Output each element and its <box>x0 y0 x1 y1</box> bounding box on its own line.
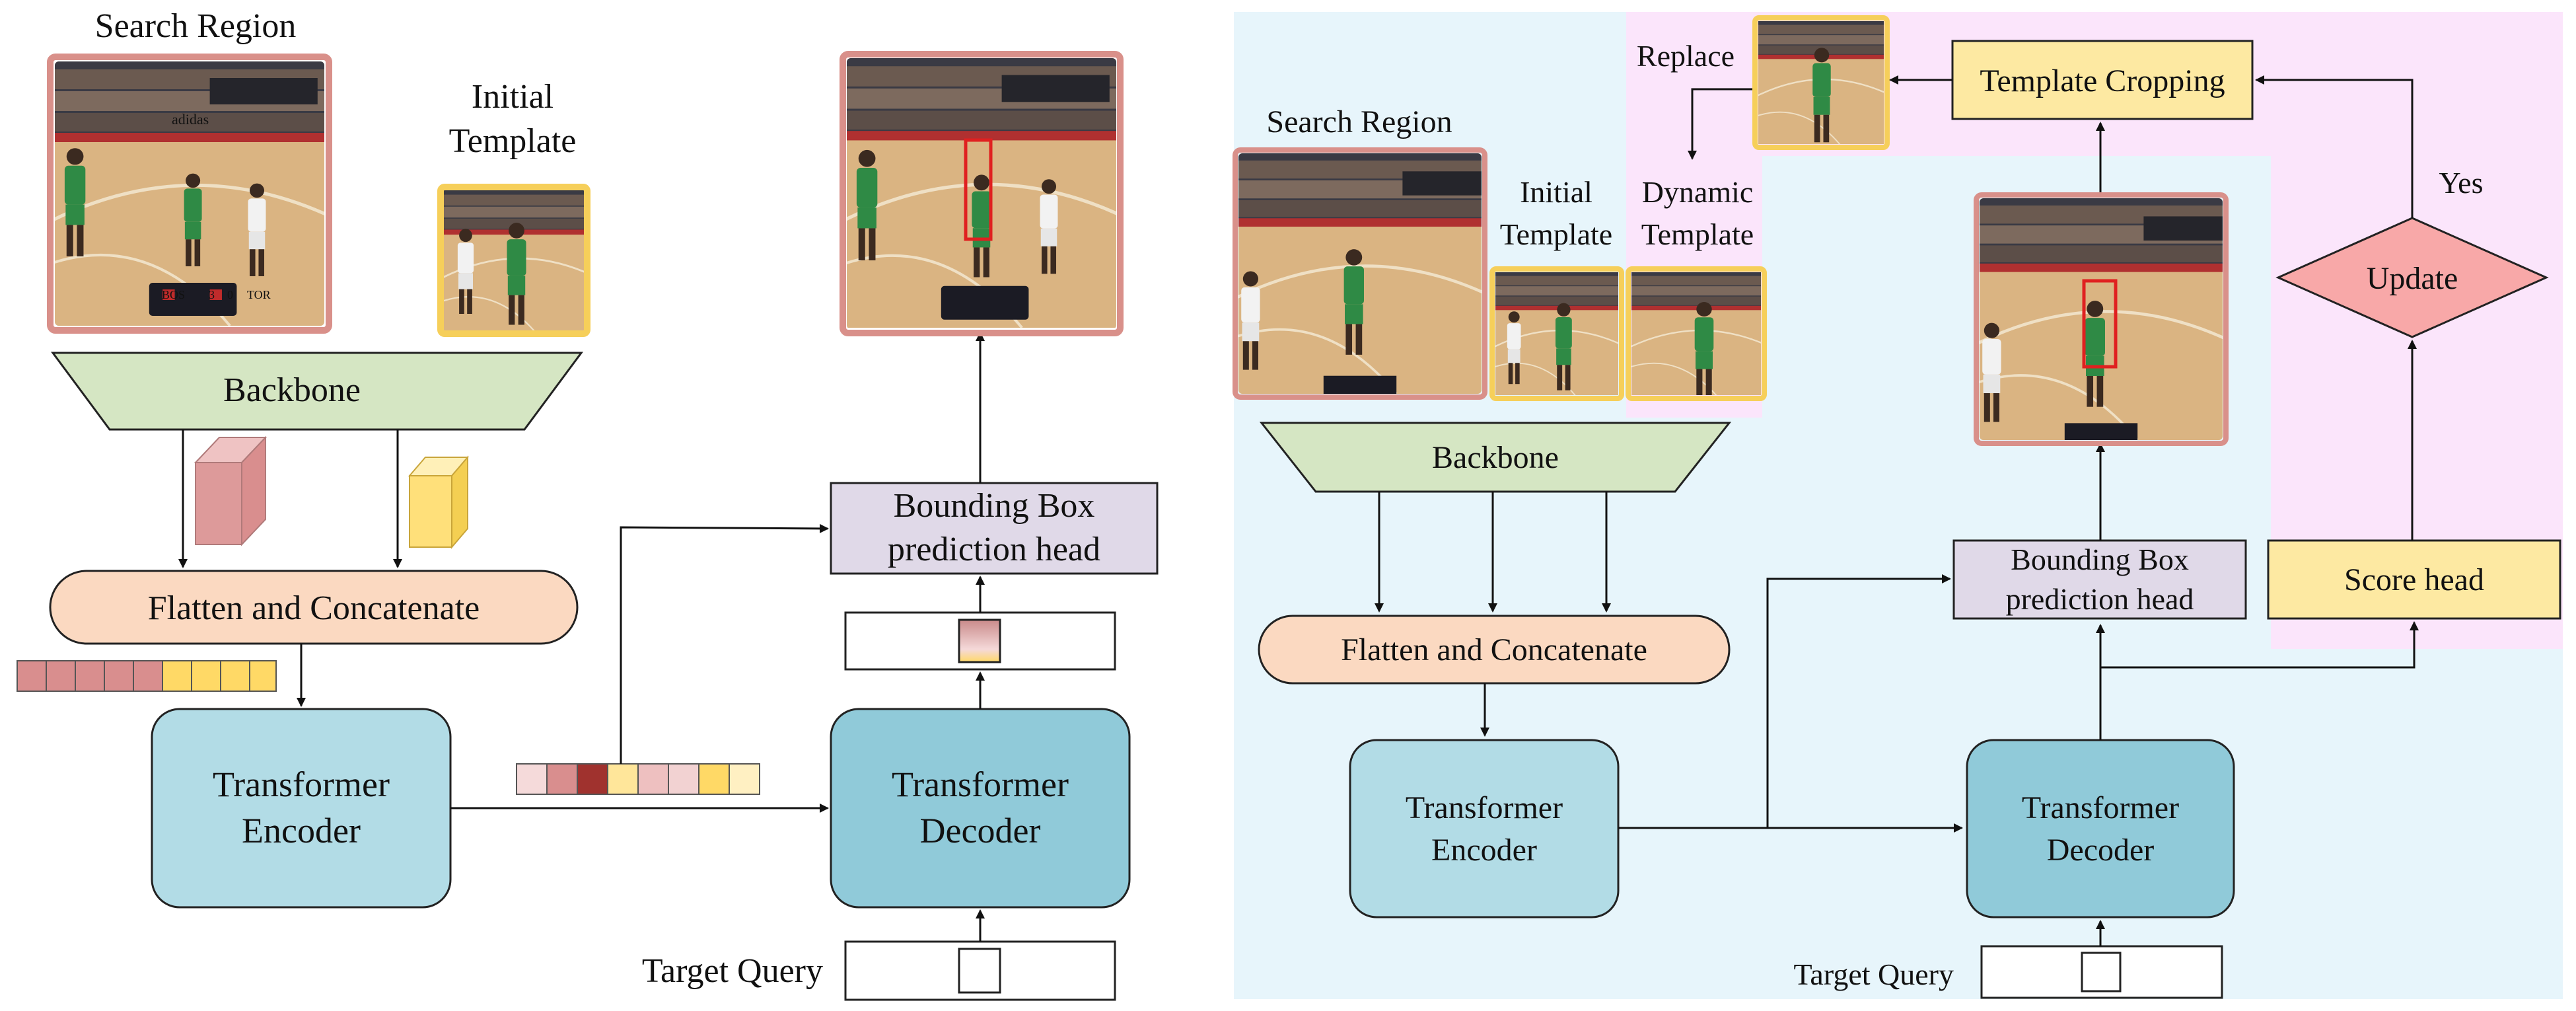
right-search-region-label: Search Region <box>1266 104 1452 139</box>
right-cropped-template-image <box>1752 15 1890 150</box>
right-initial-template-label-1: Initial <box>1520 175 1592 209</box>
left-initial-template-label-2: Template <box>449 122 577 160</box>
left-result-image <box>840 51 1124 336</box>
left-decoder-output-token <box>958 618 1001 663</box>
right-arrow-update-to-cropping <box>2255 75 2414 218</box>
right-flatten-concat-label: Flatten and Concatenate <box>1341 632 1647 667</box>
left-backbone-block <box>51 352 583 431</box>
right-bbox-head-label-2: prediction head <box>2006 582 2194 616</box>
left-search-region-image <box>47 54 332 334</box>
right-encoder-label-2: Encoder <box>1431 833 1537 868</box>
right-dynamic-template-image <box>1626 266 1767 401</box>
left-initial-template-label-1: Initial <box>472 78 554 116</box>
right-update-label: Update <box>2367 261 2458 296</box>
left-template-feature-cube <box>408 455 470 549</box>
left-search-region-label: Search Region <box>95 7 297 45</box>
left-scoreboard-away: TOR <box>247 288 271 301</box>
left-scoreboard-home-score: 3 <box>209 288 215 301</box>
left-arrow-encoder-to-bbox-head <box>620 523 829 764</box>
right-result-image <box>1974 192 2229 446</box>
right-decoder-label-1: Transformer <box>2022 790 2179 825</box>
left-decoder-block <box>830 708 1131 909</box>
right-flatten-concat-block <box>1258 615 1731 685</box>
left-bbox-head-label-2: prediction head <box>888 531 1100 568</box>
right-arrow-replace <box>1688 88 1753 160</box>
left-decoder-label-2: Decoder <box>920 811 1041 850</box>
right-arrow-encoder-to-bbox-head <box>1766 574 1951 828</box>
right-dynamic-template-label-1: Dynamic <box>1642 175 1754 209</box>
left-scoreboard-home: BOS <box>162 288 185 301</box>
left-token-sequence <box>17 660 277 692</box>
right-arrow-decoder-to-score-head <box>2100 621 2419 669</box>
left-encoder-label-2: Encoder <box>242 811 361 850</box>
right-target-query-token <box>2081 952 2122 992</box>
right-score-head-block <box>2267 539 2561 620</box>
left-target-query-token <box>958 948 1001 994</box>
left-encoder-block <box>151 708 452 909</box>
right-encoder-block <box>1349 739 1620 918</box>
right-backbone-block <box>1259 422 1732 493</box>
right-template-cropping-label: Template Cropping <box>1980 63 2225 98</box>
left-initial-template-image <box>437 184 590 337</box>
right-target-query-label: Target Query <box>1794 957 1954 991</box>
dynamic-update-region <box>1626 12 2563 649</box>
left-flatten-concat-label: Flatten and Concatenate <box>148 589 480 627</box>
left-scoreboard-away-score: 0 <box>227 288 233 301</box>
left-bbox-head-label-1: Bounding Box <box>894 487 1095 525</box>
left-decoder-label-1: Transformer <box>892 765 1069 804</box>
left-encoder-output-tokens <box>516 763 760 795</box>
right-score-head-label: Score head <box>2344 562 2484 597</box>
left-search-feature-cube <box>194 435 268 546</box>
right-update-decision <box>2275 217 2549 338</box>
left-flatten-concat-block <box>49 570 579 645</box>
right-search-region-image <box>1233 147 1487 400</box>
right-initial-template-image <box>1489 266 1624 401</box>
right-dynamic-template-label-2: Template <box>1641 217 1754 251</box>
right-template-cropping-block <box>1951 40 2254 120</box>
right-decoder-label-2: Decoder <box>2047 833 2155 868</box>
right-bbox-head-label-1: Bounding Box <box>2011 543 2189 576</box>
right-initial-template-label-2: Template <box>1500 217 1612 251</box>
right-encoder-label-1: Transformer <box>1406 790 1563 825</box>
right-result-bounding-box <box>2082 279 2118 369</box>
left-result-bounding-box <box>964 138 993 241</box>
right-yes-label: Yes <box>2439 166 2484 200</box>
right-backbone-label: Backbone <box>1432 440 1559 475</box>
left-brand-text: adidas <box>172 111 209 128</box>
left-bbox-head-block <box>830 482 1159 575</box>
right-replace-label: Replace <box>1637 39 1735 73</box>
left-target-query-label: Target Query <box>642 952 823 990</box>
left-encoder-label-1: Transformer <box>213 765 390 804</box>
right-decoder-block <box>1966 739 2235 918</box>
left-backbone-label: Backbone <box>223 371 361 409</box>
